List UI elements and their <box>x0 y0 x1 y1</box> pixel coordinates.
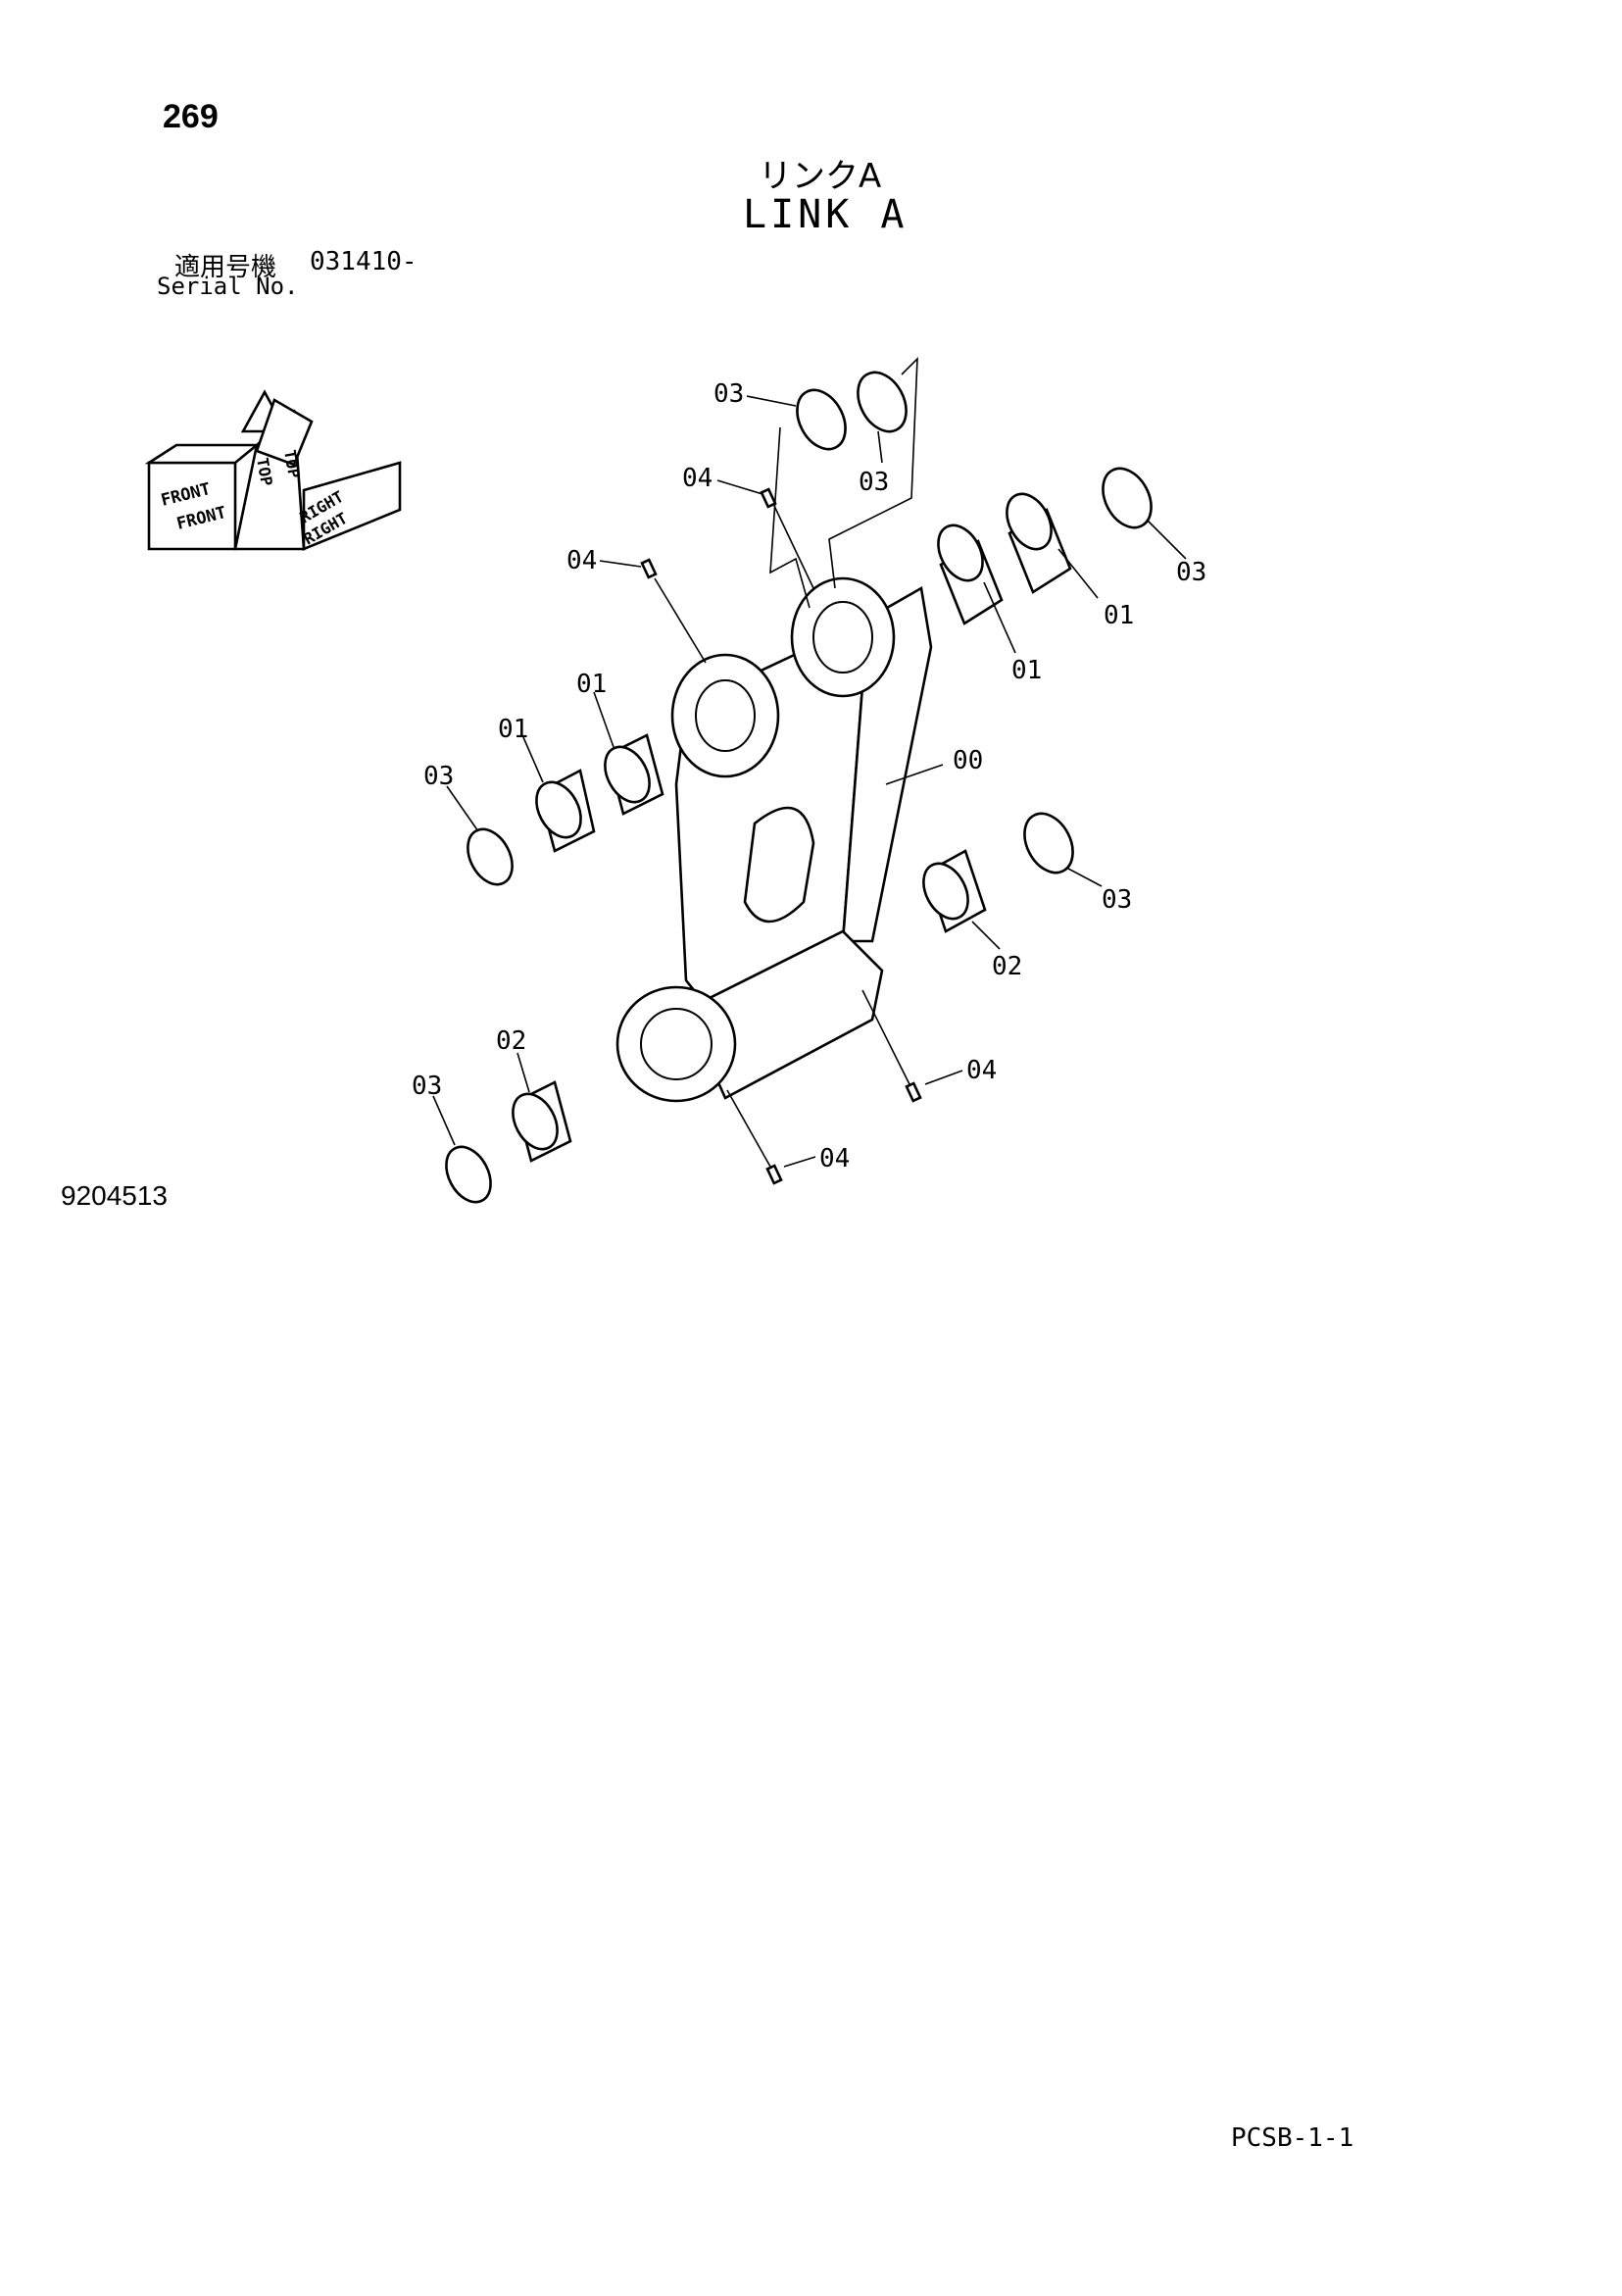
callout-label: 03 <box>1102 885 1132 915</box>
upper-parts <box>445 371 1153 1204</box>
exploded-path-upper-left <box>769 426 811 609</box>
sheet-code: PCSB-1-1 <box>1231 2123 1354 2153</box>
leader-04-d-2 <box>783 1156 816 1168</box>
leader-04-d <box>726 1089 771 1168</box>
callout-label: 03 <box>859 468 889 497</box>
leader-01-right-a <box>1057 548 1099 599</box>
leader-03-left-bottom <box>432 1095 456 1146</box>
upper-right-boss <box>790 576 896 698</box>
link-window <box>743 806 815 923</box>
callout-label: 04 <box>819 1144 850 1173</box>
orientation-top-label: TOP <box>253 456 276 487</box>
callout-label: 02 <box>496 1026 526 1056</box>
upper-left-bore <box>695 679 756 752</box>
leader-04-c-2 <box>924 1070 963 1085</box>
leader-04-c <box>861 989 910 1085</box>
leader-04-a <box>716 479 763 495</box>
leader-01-left-b <box>522 736 544 783</box>
exploded-path-upper-right <box>828 356 918 589</box>
callout-label: 03 <box>423 762 454 791</box>
leader-03-right-mid <box>1067 868 1103 887</box>
callout-label: 00 <box>953 746 983 775</box>
bushing-01-left-b <box>535 780 582 839</box>
title-japanese: リンクA <box>759 157 882 196</box>
callout-label: 02 <box>992 952 1022 981</box>
leader-04-a-2 <box>773 505 814 589</box>
serial-label-english: Serial No. <box>157 273 299 300</box>
callout-label: 03 <box>412 1072 442 1101</box>
leader-04-b <box>599 560 642 568</box>
seal-ring-03-left-bottom <box>445 1145 492 1204</box>
callout-label: 03 <box>1176 558 1206 587</box>
seal-ring-03-left-top <box>467 827 514 886</box>
top-arrow-side <box>255 398 314 467</box>
page-number: 269 <box>163 98 219 135</box>
seal-ring-03-upper-b <box>857 371 908 433</box>
right-face <box>302 461 402 551</box>
callout-label: 01 <box>576 670 607 699</box>
grease-fitting-04-c <box>905 1081 922 1103</box>
leader-00 <box>885 764 944 785</box>
grease-fittings <box>640 487 922 1185</box>
lower-left-bore <box>640 1008 713 1080</box>
serial-label-japanese: 適用号機 <box>174 253 277 282</box>
grease-fitting-04-d <box>765 1164 783 1185</box>
orientation-top-label-2: TOP <box>280 448 304 479</box>
grease-fitting-04-a <box>760 487 777 509</box>
upper-left-boss <box>670 653 780 778</box>
grease-fitting-04-b <box>640 558 658 579</box>
bushing-02-left <box>512 1092 559 1151</box>
callout-label: 04 <box>682 464 713 493</box>
leader-04-b-2 <box>654 577 707 664</box>
leader-03-right-top <box>1146 519 1187 560</box>
seal-ring-03-right-mid <box>1023 812 1074 874</box>
bushing-01-right-a <box>1006 492 1053 551</box>
callout-label: 04 <box>966 1056 997 1085</box>
seal-ring-03-right-top <box>1102 467 1153 529</box>
leader-01-left-a <box>593 691 614 748</box>
link-body <box>615 576 933 1103</box>
leader-02-left <box>516 1052 530 1093</box>
callouts: 03 03 04 04 03 01 01 01 01 03 00 03 02 0… <box>412 379 1206 1173</box>
callout-label: 04 <box>566 546 597 575</box>
drawing-number: 9204513 <box>61 1180 169 1211</box>
front-face-top <box>144 443 261 465</box>
callout-label: 01 <box>498 715 528 744</box>
leader-03-left-top <box>446 785 479 832</box>
lower-left-boss <box>615 985 737 1103</box>
leader-02-right <box>971 921 1001 950</box>
bushing-01-right-b <box>937 524 984 582</box>
serial-value: 031410- <box>310 247 418 276</box>
bushing-02-right <box>922 862 969 921</box>
callout-label: 03 <box>713 379 744 409</box>
seal-ring-03-upper-a <box>796 388 847 451</box>
title-english: LINK A <box>743 192 909 237</box>
upper-right-bore <box>812 601 873 674</box>
leader-03-a <box>746 395 797 407</box>
callout-label: 01 <box>1104 601 1134 630</box>
callout-label: 01 <box>1011 656 1042 685</box>
leader-lines <box>432 356 1187 1168</box>
bushing-01-left-a <box>604 745 651 804</box>
leader-03-b <box>877 430 883 464</box>
leader-01-right-b <box>983 581 1016 654</box>
orientation-indicator: FRONT FRONT TOP TOP RIGHT RIGHT <box>144 389 402 551</box>
